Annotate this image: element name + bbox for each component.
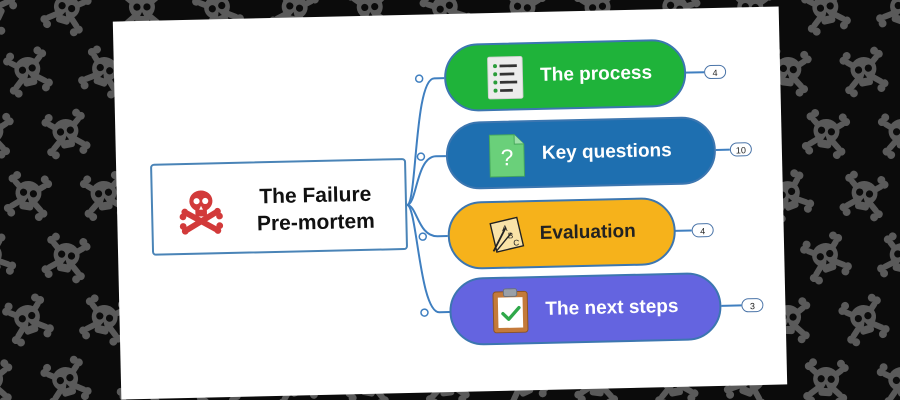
skull-crossbones-icon: [838, 45, 890, 99]
skull-crossbones-icon: [836, 291, 892, 349]
skull-crossbones-icon: [0, 358, 13, 400]
skull-crossbones-icon: [40, 231, 92, 285]
skull-crossbones-icon: [0, 291, 57, 349]
svg-text:?: ?: [500, 144, 513, 170]
skull-crossbones-icon: [179, 190, 224, 235]
skull-crossbones-icon: [800, 107, 852, 161]
skull-crossbones-icon: [0, 108, 15, 160]
skull-crossbones-icon: [2, 169, 54, 223]
skull-crossbones-icon: [838, 169, 890, 223]
topic-key-questions[interactable]: ? Key questions: [445, 115, 717, 191]
count-badge-the-process[interactable]: 4: [703, 64, 727, 80]
topic-label-key-questions: Key questions: [541, 139, 672, 164]
skull-crossbones-icon: [1, 44, 55, 100]
central-title-line1: The Failure: [259, 182, 372, 209]
clipboard-check-icon: [492, 288, 529, 334]
skull-crossbones-icon: [874, 354, 900, 400]
svg-text:B: B: [508, 231, 514, 240]
skull-crossbones-icon: [797, 229, 855, 287]
central-title-line2: Pre-mortem: [256, 209, 376, 236]
skull-crossbones-icon: [799, 0, 853, 38]
skull-crossbones-icon: [802, 357, 850, 400]
topic-label-evaluation: Evaluation: [539, 220, 637, 244]
skull-crossbones-icon: [873, 0, 900, 39]
skull-crossbones-icon: [40, 107, 92, 161]
topic-the-next-steps[interactable]: The next steps: [448, 271, 723, 347]
skull-crossbones-icon: [38, 0, 94, 39]
abc-grading-icon: A B C: [489, 216, 525, 253]
topic-label-the-next-steps: The next steps: [545, 295, 679, 320]
skull-crossbones-icon: [0, 0, 21, 40]
count-badge-key-questions[interactable]: 10: [729, 142, 753, 157]
topic-evaluation[interactable]: A B C Evaluation: [446, 196, 677, 271]
skull-crossbones-icon: [0, 228, 19, 288]
count-badge-evaluation[interactable]: 4: [691, 223, 714, 238]
question-document-icon: ?: [488, 134, 525, 178]
count-badge-the-next-steps[interactable]: 3: [741, 297, 764, 313]
mindmap-card: The Failure Pre-mortem The process 4: [112, 6, 788, 400]
central-topic[interactable]: The Failure Pre-mortem: [150, 157, 409, 256]
topic-the-process[interactable]: The process: [443, 38, 687, 113]
topic-label-the-process: The process: [539, 62, 653, 86]
central-title: The Failure Pre-mortem: [233, 180, 399, 238]
checklist-icon: [487, 56, 524, 100]
svg-text:C: C: [513, 238, 519, 247]
connector-lines: [406, 71, 742, 317]
skull-crossbones-icon: [876, 107, 900, 161]
skull-crossbones-icon: [875, 230, 900, 286]
skull-crossbones-icon: [38, 353, 94, 400]
